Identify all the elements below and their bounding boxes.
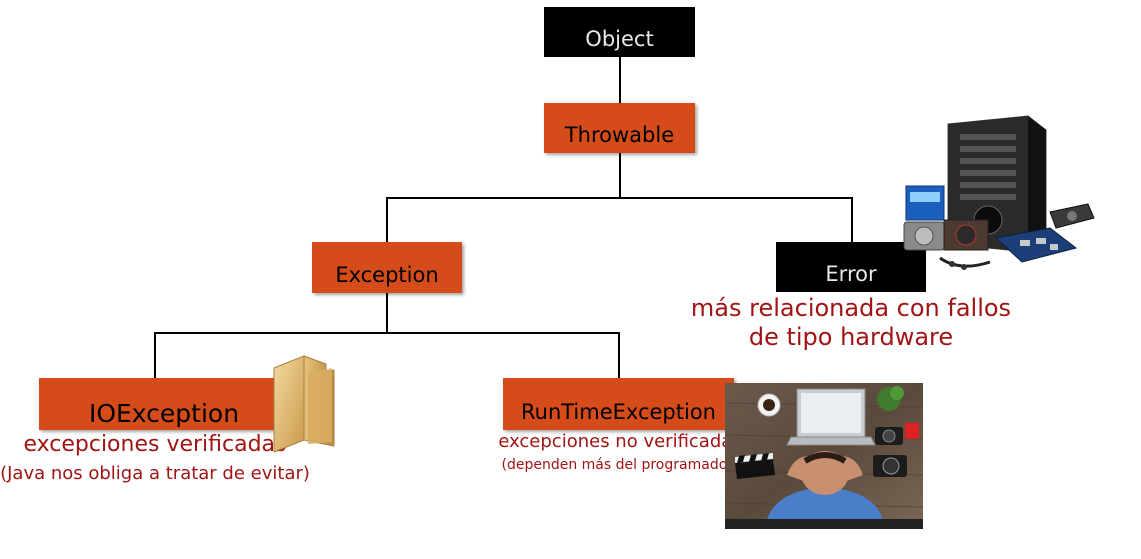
node-object: Object: [544, 7, 695, 57]
node-exception: Exception: [312, 242, 462, 293]
node-runtimeexception-label: RunTimeException: [520, 400, 716, 424]
connector-object-throwable: [619, 56, 621, 104]
node-throwable-label: Throwable: [564, 123, 675, 147]
io-note-line1: excepciones verificadas: [23, 432, 287, 457]
connector-to-ioexception: [154, 332, 156, 378]
connector-to-runtimeexception: [618, 332, 620, 378]
connector-throwable-down: [619, 152, 621, 198]
error-note-line1: más relacionada con fallos: [690, 294, 1012, 322]
rt-note-line2: (dependen más del programador): [501, 457, 739, 473]
connector-exception-down: [386, 292, 388, 333]
stressed-programmer-icon: [725, 383, 923, 529]
node-ioexception: IOException: [39, 378, 289, 430]
connector-to-exception: [386, 197, 388, 243]
node-exception-label: Exception: [335, 263, 439, 287]
connector-to-error: [851, 197, 853, 242]
node-ioexception-label: IOException: [88, 399, 240, 428]
io-note-line2: (Java nos obliga a tratar de evitar): [0, 463, 310, 484]
connector-exception-horizontal: [154, 332, 620, 334]
error-note-line2: de tipo hardware: [748, 323, 954, 351]
node-object-label: Object: [585, 27, 654, 51]
rt-note-line1: excepciones no verificadas: [498, 431, 742, 452]
node-throwable: Throwable: [544, 103, 695, 153]
connector-throwable-horizontal: [386, 197, 853, 199]
node-runtimeexception: RunTimeException: [503, 378, 734, 430]
folder-icon: [273, 355, 335, 453]
node-error-label: Error: [825, 262, 877, 286]
computer-hardware-icon: [903, 115, 1095, 270]
node-error: Error: [776, 242, 926, 292]
